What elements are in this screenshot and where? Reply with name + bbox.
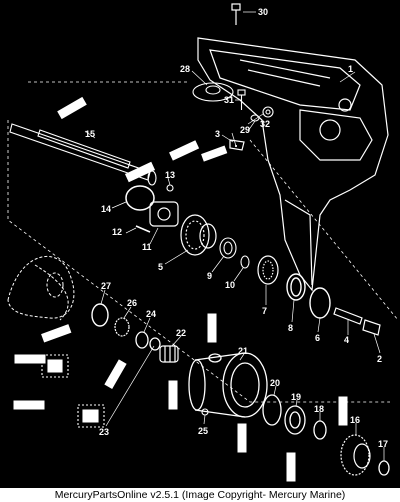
nut-32[interactable] (262, 106, 274, 118)
leader-lines (84, 11, 385, 461)
callout-31[interactable]: 31 (224, 95, 234, 105)
image-copyright-footer: MercuryPartsOnline v2.5.1 (Image Copyrig… (0, 488, 400, 502)
o-ring-14[interactable] (125, 185, 155, 211)
sealant-tubes: 94 95 94 95 94 87 94 87 87 95 95 95 (13, 96, 349, 482)
gear-16[interactable] (340, 434, 371, 476)
propeller (7, 255, 75, 321)
callout-8[interactable]: 8 (288, 323, 293, 333)
seal-19[interactable] (284, 405, 306, 435)
screw-31[interactable] (237, 89, 246, 110)
o-ring-6[interactable] (309, 287, 331, 319)
tube-label-94d: 94 (241, 435, 247, 442)
washer-27[interactable] (91, 303, 109, 327)
callout-12[interactable]: 12 (112, 227, 122, 237)
callout-21[interactable]: 21 (238, 346, 248, 356)
callout-10[interactable]: 10 (225, 280, 235, 290)
callout-17[interactable]: 17 (378, 439, 388, 449)
callout-16[interactable]: 16 (350, 415, 360, 425)
o-ring-20[interactable] (262, 394, 282, 426)
washer-18[interactable] (313, 420, 327, 440)
cam-2[interactable] (362, 319, 381, 336)
callout-24[interactable]: 24 (146, 309, 156, 319)
callout-26[interactable]: 26 (127, 298, 137, 308)
callout-23[interactable]: 23 (99, 427, 109, 437)
race-8[interactable] (286, 273, 306, 301)
tube-label-87c: 87 (342, 407, 348, 414)
part-callouts: 30 1 28 31 29 32 3 15 13 14 12 11 5 9 10… (85, 7, 388, 449)
callout-18[interactable]: 18 (314, 404, 324, 414)
callout-4[interactable]: 4 (344, 335, 349, 345)
tube-label-94b: 94 (137, 169, 146, 178)
clutch-11[interactable] (149, 201, 179, 227)
ring-10[interactable] (240, 255, 250, 269)
callout-13[interactable]: 13 (165, 170, 175, 180)
callout-27[interactable]: 27 (101, 281, 111, 291)
tube-label-87b: 87 (290, 463, 296, 470)
gear-5[interactable] (180, 214, 217, 256)
callout-22[interactable]: 22 (176, 328, 186, 338)
retainer-26[interactable] (114, 317, 130, 337)
callout-5[interactable]: 5 (158, 262, 163, 272)
callout-30[interactable]: 30 (258, 7, 268, 17)
callout-29[interactable]: 29 (240, 125, 250, 135)
callout-20[interactable]: 20 (270, 378, 280, 388)
callout-25[interactable]: 25 (198, 426, 208, 436)
washer-29[interactable] (250, 114, 260, 122)
cover-plate-28[interactable] (192, 82, 234, 102)
washer-23[interactable] (149, 337, 161, 351)
bearing-carrier-21[interactable] (188, 352, 268, 418)
tube-label-95a: 95 (181, 148, 190, 157)
callout-6[interactable]: 6 (315, 333, 320, 343)
tube-label-87a: 87 (172, 391, 178, 398)
tube-label-95d: 95 (26, 358, 33, 364)
cross-pin-12[interactable] (135, 225, 151, 233)
callout-14[interactable]: 14 (101, 204, 111, 214)
shift-assembly[interactable] (41, 354, 105, 428)
assembly-outline (7, 81, 399, 403)
tube-label-95e: 95 (25, 404, 32, 410)
bearing-9[interactable] (219, 237, 237, 259)
clip-3[interactable] (229, 139, 245, 151)
washer-17[interactable] (378, 460, 390, 476)
callout-3[interactable]: 3 (215, 129, 220, 139)
tube-label-95c: 95 (210, 151, 219, 159)
callout-7[interactable]: 7 (262, 306, 267, 316)
callout-15[interactable]: 15 (85, 129, 95, 139)
tube-label-95b: 95 (53, 331, 62, 339)
pin-13[interactable] (166, 184, 174, 192)
shift-rod-4[interactable] (333, 307, 363, 325)
bearing-22[interactable] (159, 345, 179, 363)
callout-2[interactable]: 2 (377, 354, 382, 364)
tube-label-94c: 94 (211, 324, 217, 331)
callout-11[interactable]: 11 (142, 242, 152, 252)
bearing-7[interactable] (257, 255, 279, 285)
callout-28[interactable]: 28 (180, 64, 190, 74)
tube-label-94a: 94 (70, 104, 79, 113)
callout-32[interactable]: 32 (260, 119, 270, 129)
callout-19[interactable]: 19 (291, 392, 301, 402)
callout-1[interactable]: 1 (348, 64, 353, 74)
gear-housing[interactable] (197, 37, 389, 292)
bolt-30[interactable] (231, 3, 241, 25)
washer-24[interactable] (135, 331, 149, 349)
callout-9[interactable]: 9 (207, 271, 212, 281)
